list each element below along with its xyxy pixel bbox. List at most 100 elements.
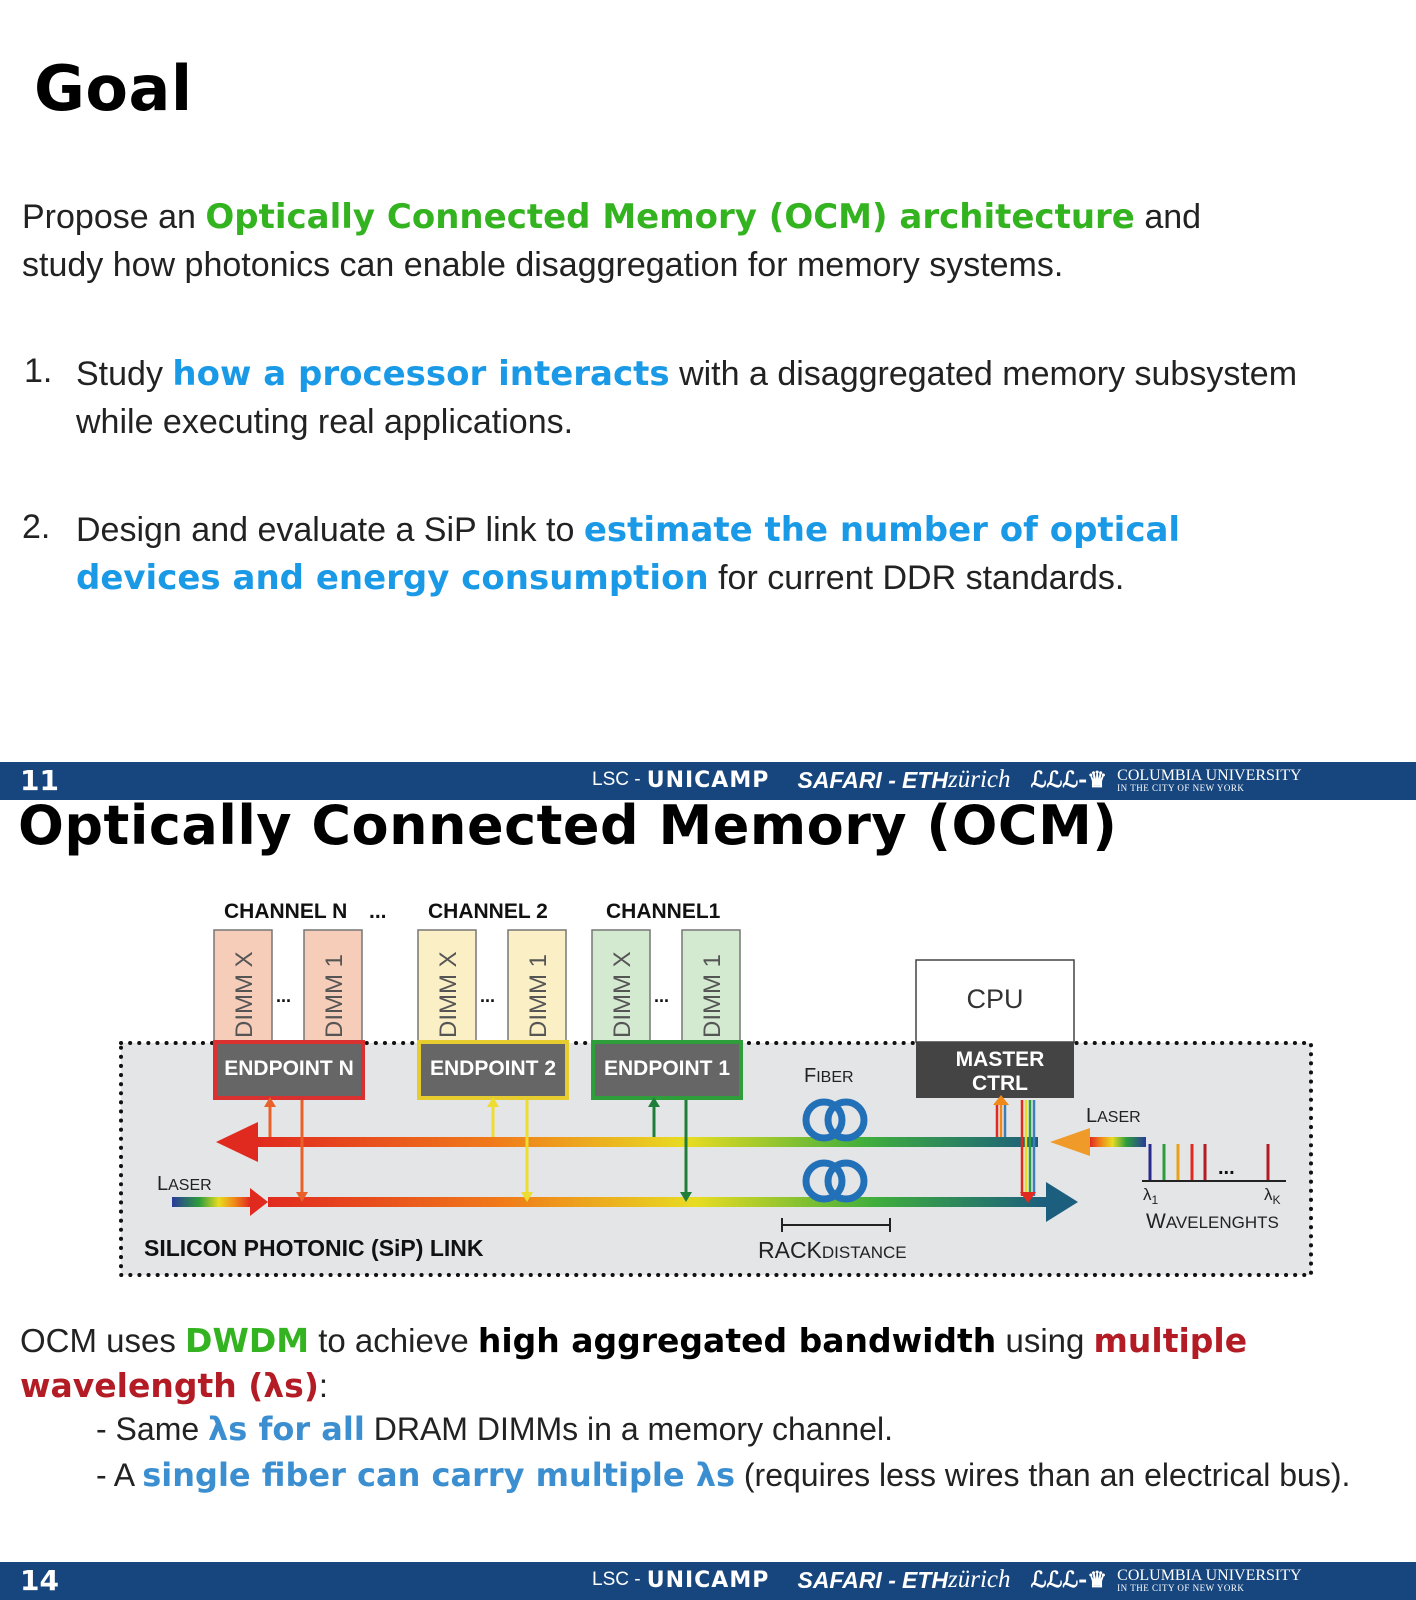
wavelengths-first: W [1146,1210,1166,1233]
dimm-module [213,929,273,1043]
rack-distance-label: RACKDISTANCE [758,1237,907,1263]
body-text: : [318,1367,329,1404]
item-text: Study [76,355,173,393]
lrl-logo: ℒℒℒ-♛ [1030,1567,1108,1594]
dimm-label: DIMM X [609,951,636,1038]
page-number: 11 [20,764,59,797]
channel-dots: ... [369,900,387,923]
intro-paragraph: Propose an Optically Connected Memory (O… [22,193,1402,289]
slide-goal: Goal Propose an Optically Connected Memo… [0,52,1416,800]
bottom-waveguide-arrowhead [1046,1182,1078,1222]
lsc-logo: LSC - [592,769,641,791]
columbia-name: COLUMBIA UNIVERSITY [1117,767,1302,785]
ocm-architecture-diagram: CHANNEL N ... CHANNEL 2 CHANNEL1 DIMM X … [119,900,1313,1277]
endpoint-2 [417,1040,569,1100]
top-waveguide-arrowhead [216,1122,258,1162]
dwdm-highlight: DWDM [185,1321,310,1360]
columbia-subtitle: IN THE CITY OF NEW YORK [1117,1583,1245,1594]
item-number: 2. [22,508,51,546]
list-item: Study how a processor interacts with a d… [76,350,1406,446]
bullet-text: - A [96,1457,143,1493]
wavelength-spectrum [1142,1144,1286,1182]
columbia-name: COLUMBIA UNIVERSITY [1117,1567,1302,1585]
master-ctrl-links [993,1095,1036,1203]
intro-highlight: Optically Connected Memory (OCM) archite… [205,197,1135,237]
institution-logos: LSC - UNICAMP SAFARI - ETHzürich ℒℒℒ-♛ C… [592,766,1302,796]
bullet-text: (requires less wires than an electrical … [735,1457,1351,1493]
institution-logos: LSC - UNICAMP SAFARI - ETHzürich ℒℒℒ-♛ C… [592,1566,1302,1596]
distance-label: DISTANCE [822,1243,907,1262]
cpu-box [915,959,1075,1043]
bottom-waveguide [268,1197,1046,1207]
intro-text-end: and [1134,198,1202,236]
laser-rest: ASER [168,1177,212,1194]
body-text: to achieve [309,1322,478,1359]
unicamp-logo: UNICAMP [646,767,770,793]
endpoint-n [213,1040,365,1100]
dimm-module [591,929,651,1043]
bullet-item: - A single fiber can carry multiple λs (… [96,1456,1350,1494]
fiber-label-rest: IBER [816,1069,853,1086]
item-number: 1. [24,352,53,390]
item-text: with a disaggregated memory subsystem [669,355,1298,393]
sip-link-label: SILICON PHOTONIC (SiP) LINK [144,1235,484,1261]
bullet-text: - Same [96,1411,209,1447]
laser-first: L [1086,1105,1097,1127]
bullet-highlight: single fiber can carry multiple λs [142,1456,735,1494]
bandwidth-highlight: high aggregated bandwidth [477,1321,997,1360]
endpoint-arrowheads [264,1097,692,1202]
item-line2: while executing real applications. [76,403,574,441]
laser-right-beam [1090,1137,1146,1147]
wavelengths-label: WAVELENGHTS [1146,1210,1279,1233]
lambda-subscript: K [1273,1193,1281,1207]
body-text: OCM uses [20,1322,186,1359]
laser-right-arrowhead [1050,1128,1090,1156]
bullet-item: - Same λs for all DRAM DIMMs in a memory… [96,1410,893,1448]
lsc-logo: LSC - [592,1569,641,1591]
list-item: Design and evaluate a SiP link to estima… [76,506,1406,602]
endpoint-1 [591,1040,743,1100]
master-ctrl-label: MASTER [956,1048,1045,1071]
lambda-1-label: λ1 [1143,1185,1159,1207]
multiple-highlight: multiple [1093,1321,1248,1360]
dimm-label: DIMM X [231,951,258,1038]
laser-label-left: LASER [157,1173,212,1195]
lambda-symbol: λ [1264,1185,1273,1204]
slide-footer: 11 LSC - UNICAMP SAFARI - ETHzürich ℒℒℒ-… [0,762,1416,800]
fiber-label-first: F [804,1065,816,1087]
dimm-label: DIMM 1 [699,954,726,1038]
slide-title: Optically Connected Memory (OCM) [18,794,1118,857]
slide-title: Goal [34,52,193,125]
zurich-logo: zürich [948,766,1011,794]
unicamp-logo: UNICAMP [646,1567,770,1593]
top-waveguide [258,1137,1038,1147]
channel-label: CHANNEL N [224,900,347,923]
item-text: Design and evaluate a SiP link to [76,511,584,549]
master-ctrl-box [916,1042,1074,1098]
fiber-spool-icon [802,1098,868,1203]
fiber-label: FIBER [804,1065,854,1087]
lambda-subscript: 1 [1152,1193,1159,1207]
dimm-dots: ... [654,986,669,1006]
channel-label: CHANNEL 2 [428,900,548,923]
bullet-text: DRAM DIMMs in a memory channel. [364,1411,893,1447]
laser-left-arrowhead [250,1188,268,1216]
laser-label-right: LASER [1086,1105,1141,1127]
cpu-label: CPU [966,984,1023,1014]
dimm-dots: ... [276,986,291,1006]
laser-rest: ASER [1097,1109,1141,1126]
columbia-subtitle: IN THE CITY OF NEW YORK [1117,783,1245,794]
slide-footer: 14 LSC - UNICAMP SAFARI - ETHzürich ℒℒℒ-… [0,1562,1416,1600]
slide-ocm: Optically Connected Memory (OCM) [0,794,1416,1600]
endpoint-label: ENDPOINT 2 [430,1057,556,1080]
lrl-logo: ℒℒℒ-♛ [1030,767,1108,794]
wavelength-highlight: wavelength (λs) [20,1366,319,1405]
eth-logo: ETH [902,766,948,793]
body-text: using [996,1322,1094,1359]
safari-logo: SAFARI - [797,1566,896,1593]
master-ctrl-label: CTRL [972,1072,1028,1095]
item-highlight: estimate the number of optical [583,510,1181,550]
endpoint-label: ENDPOINT N [224,1057,354,1080]
bullet-highlight: λs for all [208,1410,365,1448]
item-text: for current DDR standards. [708,559,1125,597]
